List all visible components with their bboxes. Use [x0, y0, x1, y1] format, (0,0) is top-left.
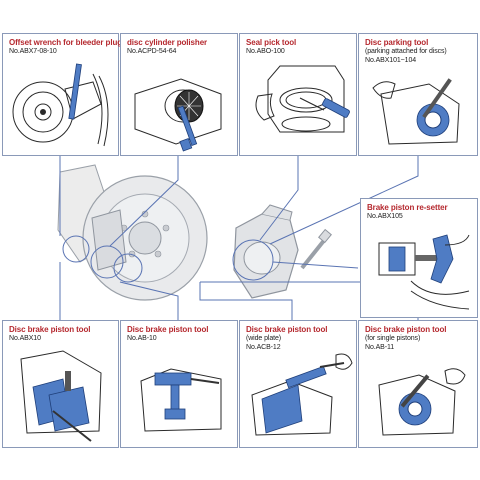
offset-wrench-illustration [12, 63, 109, 147]
panel-note: (wide plate) [246, 335, 281, 342]
panel-model-number: No.AB-11 [365, 344, 395, 351]
panel-title: Disc brake piston tool [246, 325, 328, 334]
panel-piston-tool-ab11: Disc brake piston tool (for single pisto… [358, 320, 478, 448]
disc-parking-illustration [372, 78, 460, 145]
piston-resetter-illustration [378, 234, 470, 310]
panel-piston-tool-acb12: Disc brake piston tool (wide plate) No.A… [239, 320, 357, 448]
panel-model-number: No.ACB-12 [246, 344, 281, 351]
panel-model-number: No.ABX101~104 [365, 57, 417, 64]
panel-title: Brake piston re-setter [367, 203, 448, 212]
panel-note: (for single pistons) [365, 335, 421, 342]
panel-model-number: No.ABX10 [9, 335, 41, 342]
panel-offset-wrench: Offset wrench for bleeder plugs No.ABX7-… [2, 33, 126, 156]
panel-title: Offset wrench for bleeder plugs [9, 38, 127, 47]
panel-model-number: No.ABX7-08-10 [9, 48, 57, 55]
cylinder-polisher-illustration [134, 78, 222, 152]
piston-tool-abx10-illustration [20, 350, 102, 442]
piston-tool-ab11-illustration [378, 368, 466, 436]
piston-tool-ab10-illustration [140, 368, 222, 432]
panel-disc-parking: Disc parking tool (parking attached for … [358, 33, 478, 156]
panel-title: Disc brake piston tool [365, 325, 447, 334]
panel-piston-tool-abx10: Disc brake piston tool No.ABX10 [2, 320, 119, 448]
panel-title: Disc brake piston tool [127, 325, 209, 334]
panel-piston-tool-ab10: Disc brake piston tool No.AB-10 [120, 320, 238, 448]
panel-model-number: No.ABO-100 [246, 48, 285, 55]
panel-disc-cylinder-polisher: disc cylinder polisher No.ACPD-54-64 [120, 33, 238, 156]
seal-pick-illustration [255, 65, 350, 133]
panel-piston-resetter: Brake piston re-setter No.ABX105 [360, 198, 478, 318]
panel-seal-pick: Seal pick tool No.ABO-100 [239, 33, 357, 156]
panel-title: Seal pick tool [246, 38, 297, 47]
piston-tool-acb12-illustration [251, 353, 353, 436]
panel-title: disc cylinder polisher [127, 38, 208, 47]
panel-model-number: No.ABX105 [367, 213, 403, 220]
panel-title: Disc parking tool [365, 38, 429, 47]
panel-model-number: No.ACPD-54-64 [127, 48, 177, 55]
panel-title: Disc brake piston tool [9, 325, 91, 334]
panel-note: (parking attached for discs) [365, 48, 447, 55]
panel-model-number: No.AB-10 [127, 335, 157, 342]
